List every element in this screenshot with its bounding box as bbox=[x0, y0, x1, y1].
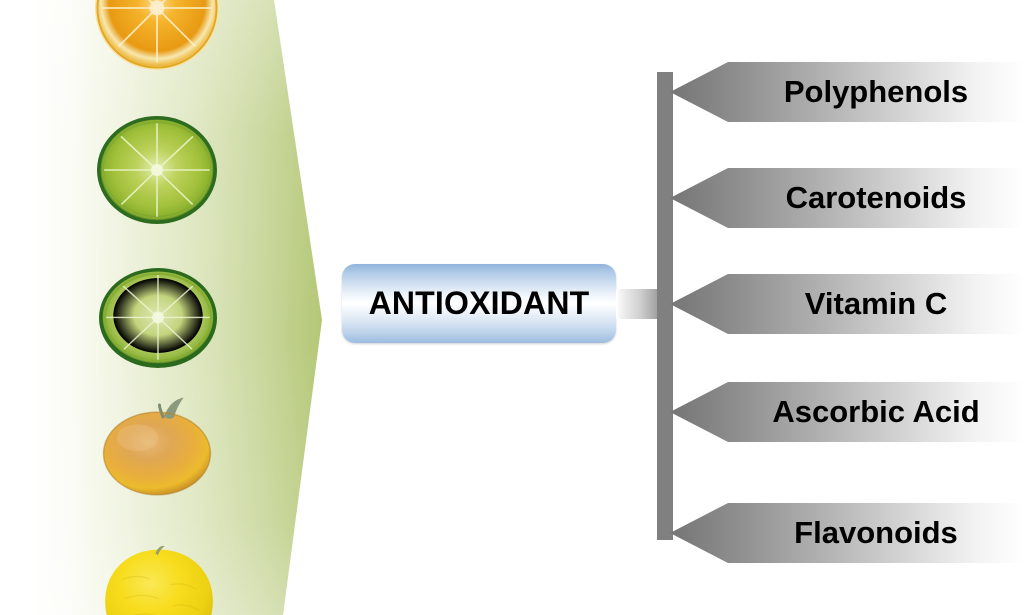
vertical-spine-bar bbox=[657, 72, 673, 540]
fruit-citron-yellow-bottom bbox=[105, 545, 213, 615]
left-arrow-icon bbox=[670, 382, 1024, 442]
left-arrow-icon bbox=[670, 62, 1024, 122]
branch-label-vitamin-c: Vitamin C bbox=[804, 286, 948, 321]
branch-row-polyphenols[interactable]: Polyphenols bbox=[670, 56, 1024, 128]
left-arrow-icon bbox=[670, 168, 1024, 228]
branch-label-ascorbic-acid: Ascorbic Acid bbox=[772, 394, 980, 429]
left-arrow-icon bbox=[670, 503, 1024, 563]
branch-row-carotenoids[interactable]: Carotenoids bbox=[670, 162, 1024, 234]
branch-row-flavonoids[interactable]: Flavonoids bbox=[670, 497, 1024, 569]
fruit-lime-slice-pale bbox=[99, 268, 217, 368]
branch-label-flavonoids: Flavonoids bbox=[794, 515, 958, 550]
fruit-lime-slice-green bbox=[97, 116, 217, 224]
connector-bar bbox=[616, 289, 660, 319]
antioxidant-node[interactable]: ANTIOXIDANT bbox=[342, 264, 616, 343]
fruit-orange-slice-top bbox=[95, 0, 219, 70]
branch-label-polyphenols: Polyphenols bbox=[783, 74, 969, 109]
branch-row-vitamin-c[interactable]: Vitamin C bbox=[670, 268, 1024, 340]
antioxidant-node-label: ANTIOXIDANT bbox=[368, 285, 590, 321]
left-arrow-icon bbox=[670, 274, 1024, 334]
fruit-tangerine-whole bbox=[102, 397, 212, 496]
branch-row-ascorbic-acid[interactable]: Ascorbic Acid bbox=[670, 376, 1024, 448]
branch-label-carotenoids: Carotenoids bbox=[785, 180, 967, 215]
